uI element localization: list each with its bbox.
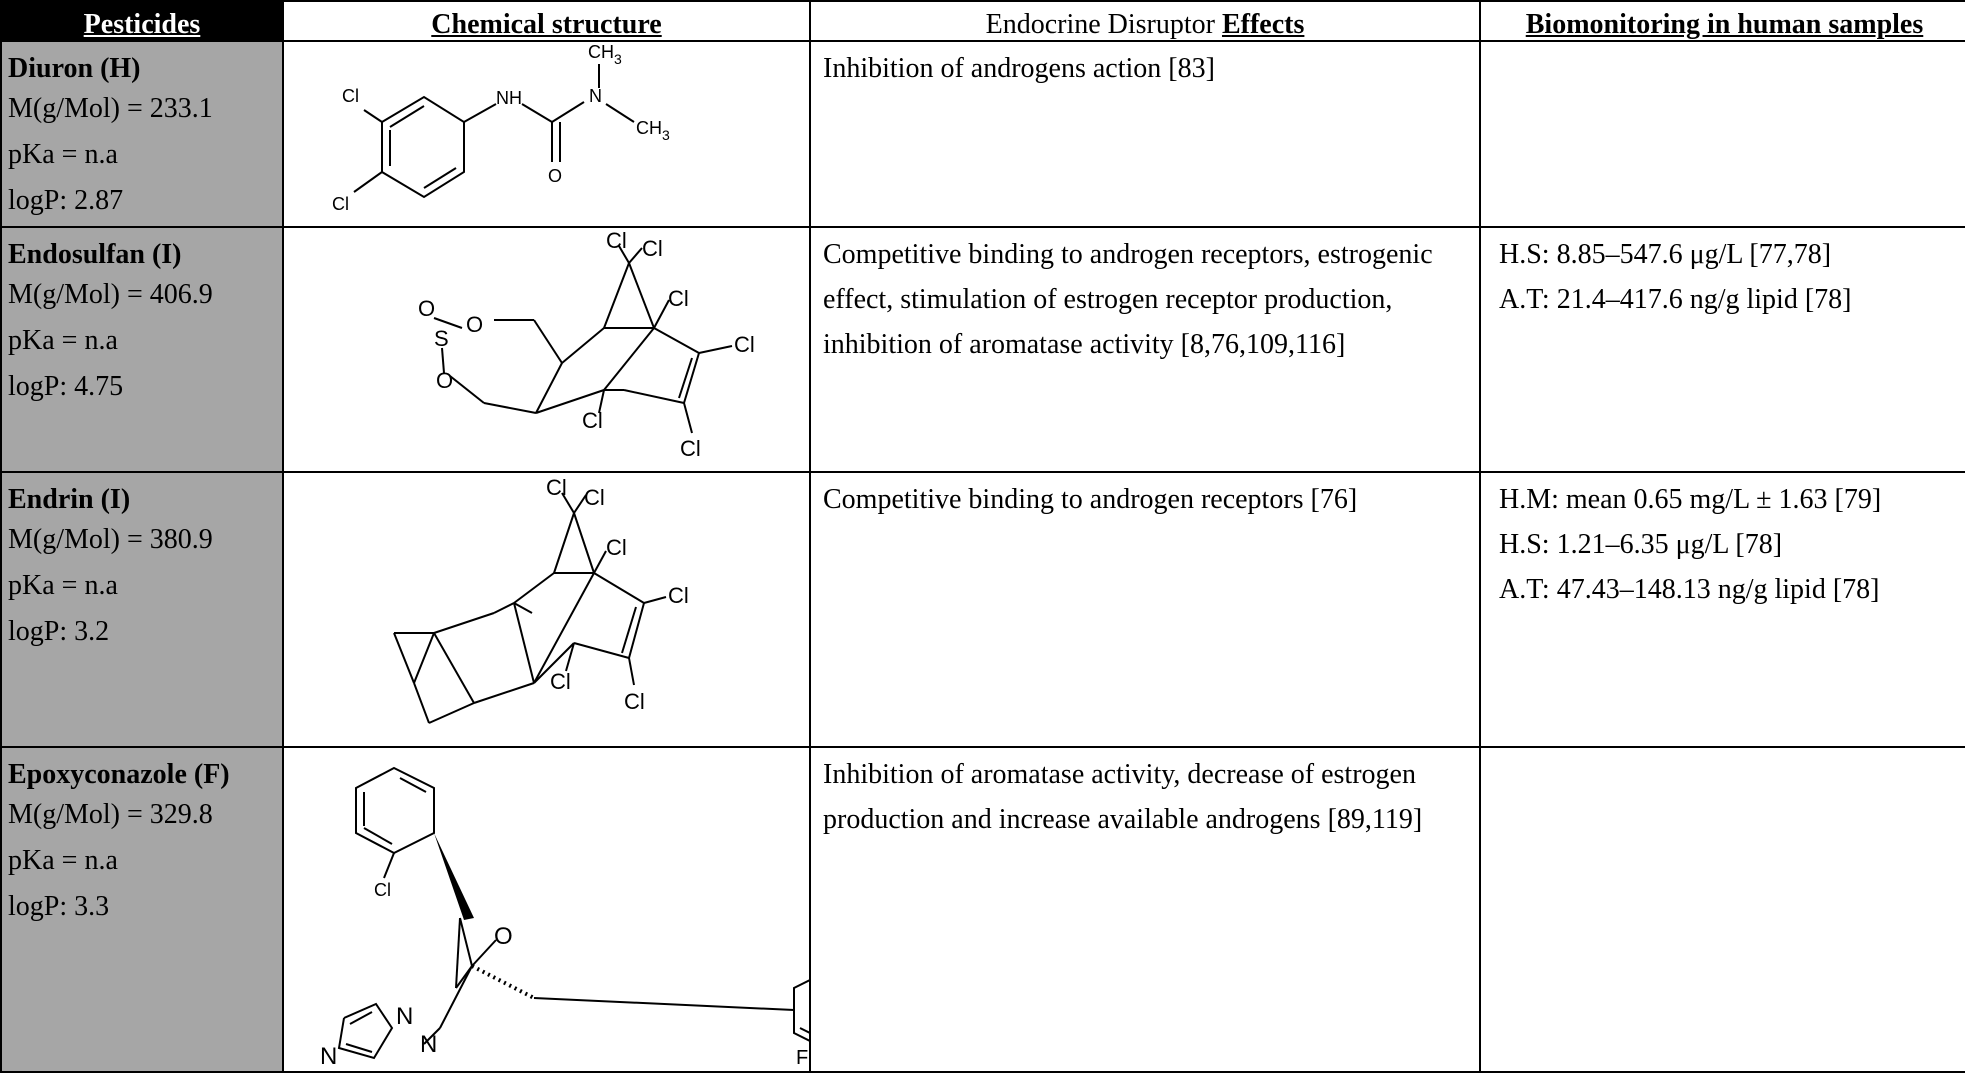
diuron-structure: CH3 Cl NH N CH3 O Cl: [332, 42, 670, 214]
biomonitoring-cell: H.S: 8.85–547.6 μg/L [77,78] A.T: 21.4–4…: [1479, 226, 1965, 473]
molar-mass: M(g/Mol) = 380.9: [8, 524, 213, 555]
epoxyconazole-structure: Cl O N N N F: [320, 766, 895, 1070]
logp-value: logP: 3.2: [8, 616, 110, 647]
atom-label: Cl: [342, 86, 359, 106]
biomonitoring-line: H.S: 1.21–6.35 μg/L [78]: [1499, 529, 1783, 560]
atom-label: N: [396, 1003, 413, 1030]
atom-label: Cl: [584, 485, 605, 510]
header-effects-bold: Effects: [1221, 10, 1305, 40]
atom-label: Cl: [582, 408, 603, 433]
header-effects: Endocrine Disruptor Effects: [809, 0, 1481, 42]
effects-cell: Inhibition of androgens action [83]: [809, 40, 1481, 228]
atom-label: NH: [496, 88, 522, 108]
atom-label: O: [466, 312, 483, 337]
atom-label: O: [436, 368, 453, 393]
atom-label: Cl: [642, 236, 663, 261]
atom-label: Cl: [546, 475, 567, 500]
structure-cell: CH3 Cl NH N CH3 O Cl: [282, 40, 811, 228]
header-row: Pesticides Chemical structure Endocrine …: [0, 0, 1965, 42]
pka-value: pKa = n.a: [8, 325, 118, 356]
pesticide-name: Endosulfan (I): [8, 239, 182, 270]
molar-mass: M(g/Mol) = 406.9: [8, 279, 213, 310]
biomonitoring-cell: [1479, 40, 1965, 228]
atom-label: Cl: [374, 880, 391, 900]
atom-label: Cl: [624, 689, 645, 714]
atom-label: O: [494, 923, 513, 950]
biomonitoring-line: A.T: 47.43–148.13 ng/g lipid [78]: [1499, 574, 1880, 605]
biomonitoring-line: H.M: mean 0.65 mg/L ± 1.63 [79]: [1499, 484, 1882, 515]
atom-label: O: [548, 166, 562, 186]
biomonitoring-cell: [1479, 746, 1965, 1073]
atom-label: Cl: [332, 194, 349, 214]
pka-value: pKa = n.a: [8, 845, 118, 876]
pesticide-name: Endrin (I): [8, 484, 131, 515]
header-biomonitoring: Biomonitoring in human samples: [1479, 0, 1965, 42]
header-pesticides: Pesticides: [0, 0, 284, 42]
effects-cell: Inhibition of aromatase activity, decrea…: [809, 746, 1481, 1073]
header-structure: Chemical structure: [282, 0, 811, 42]
atom-label: CH3: [588, 42, 622, 67]
endrin-structure: Cl Cl Cl Cl Cl Cl: [393, 475, 689, 724]
pesticide-cell: Endrin (I) M(g/Mol) = 380.9 pKa = n.a lo…: [0, 471, 284, 748]
logp-value: logP: 4.75: [8, 371, 124, 402]
atom-label: Cl: [734, 332, 755, 357]
table-row: Diuron (H) M(g/Mol) = 233.1 pKa = n.a lo…: [0, 40, 1965, 228]
pka-value: pKa = n.a: [8, 139, 118, 170]
pesticide-cell: Diuron (H) M(g/Mol) = 233.1 pKa = n.a lo…: [0, 40, 284, 228]
table-row: Endosulfan (I) M(g/Mol) = 406.9 pKa = n.…: [0, 226, 1965, 473]
structure-cell: Cl Cl O O S Cl Cl O Cl Cl: [282, 226, 811, 473]
atom-label: Cl: [668, 286, 689, 311]
table-row: Epoxyconazole (F) M(g/Mol) = 329.8 pKa =…: [0, 746, 1965, 1073]
effects-cell: Competitive binding to androgen receptor…: [809, 226, 1481, 473]
pka-value: pKa = n.a: [8, 570, 118, 601]
atom-label: N: [589, 86, 602, 106]
atom-label: N: [320, 1043, 337, 1066]
atom-label: F: [796, 1047, 808, 1066]
atom-label: Cl: [550, 669, 571, 694]
atom-label: Cl: [606, 228, 627, 253]
atom-label: O: [418, 296, 435, 321]
pesticide-name: Epoxyconazole (F): [8, 759, 230, 790]
biomonitoring-line: A.T: 21.4–417.6 ng/g lipid [78]: [1499, 284, 1852, 315]
logp-value: logP: 3.3: [8, 891, 110, 922]
atom-label: N: [420, 1031, 437, 1058]
structure-cell: Cl O N N N F: [282, 746, 895, 1073]
molar-mass: M(g/Mol) = 233.1: [8, 93, 213, 124]
logp-value: logP: 2.87: [8, 185, 124, 216]
atom-label: Cl: [680, 436, 701, 461]
pesticide-cell: Epoxyconazole (F) M(g/Mol) = 329.8 pKa =…: [0, 746, 284, 1073]
structure-cell: Cl Cl Cl Cl Cl Cl: [282, 471, 811, 748]
header-effects-prefix: Endocrine Disruptor: [985, 10, 1222, 40]
biomonitoring-line: H.S: 8.85–547.6 μg/L [77,78]: [1499, 239, 1832, 270]
atom-label: CH3: [636, 118, 670, 143]
molar-mass: M(g/Mol) = 329.8: [8, 799, 213, 830]
table-row: Endrin (I) M(g/Mol) = 380.9 pKa = n.a lo…: [0, 471, 1965, 748]
atom-label: S: [434, 326, 449, 351]
endosulfan-structure: Cl Cl O O S Cl Cl O Cl Cl: [418, 228, 755, 461]
atom-label: Cl: [668, 583, 689, 608]
effects-cell: Competitive binding to androgen receptor…: [809, 471, 1481, 748]
biomonitoring-cell: H.M: mean 0.65 mg/L ± 1.63 [79] H.S: 1.2…: [1479, 471, 1965, 748]
atom-label: Cl: [606, 535, 627, 560]
pesticide-cell: Endosulfan (I) M(g/Mol) = 406.9 pKa = n.…: [0, 226, 284, 473]
pesticide-name: Diuron (H): [8, 53, 141, 84]
